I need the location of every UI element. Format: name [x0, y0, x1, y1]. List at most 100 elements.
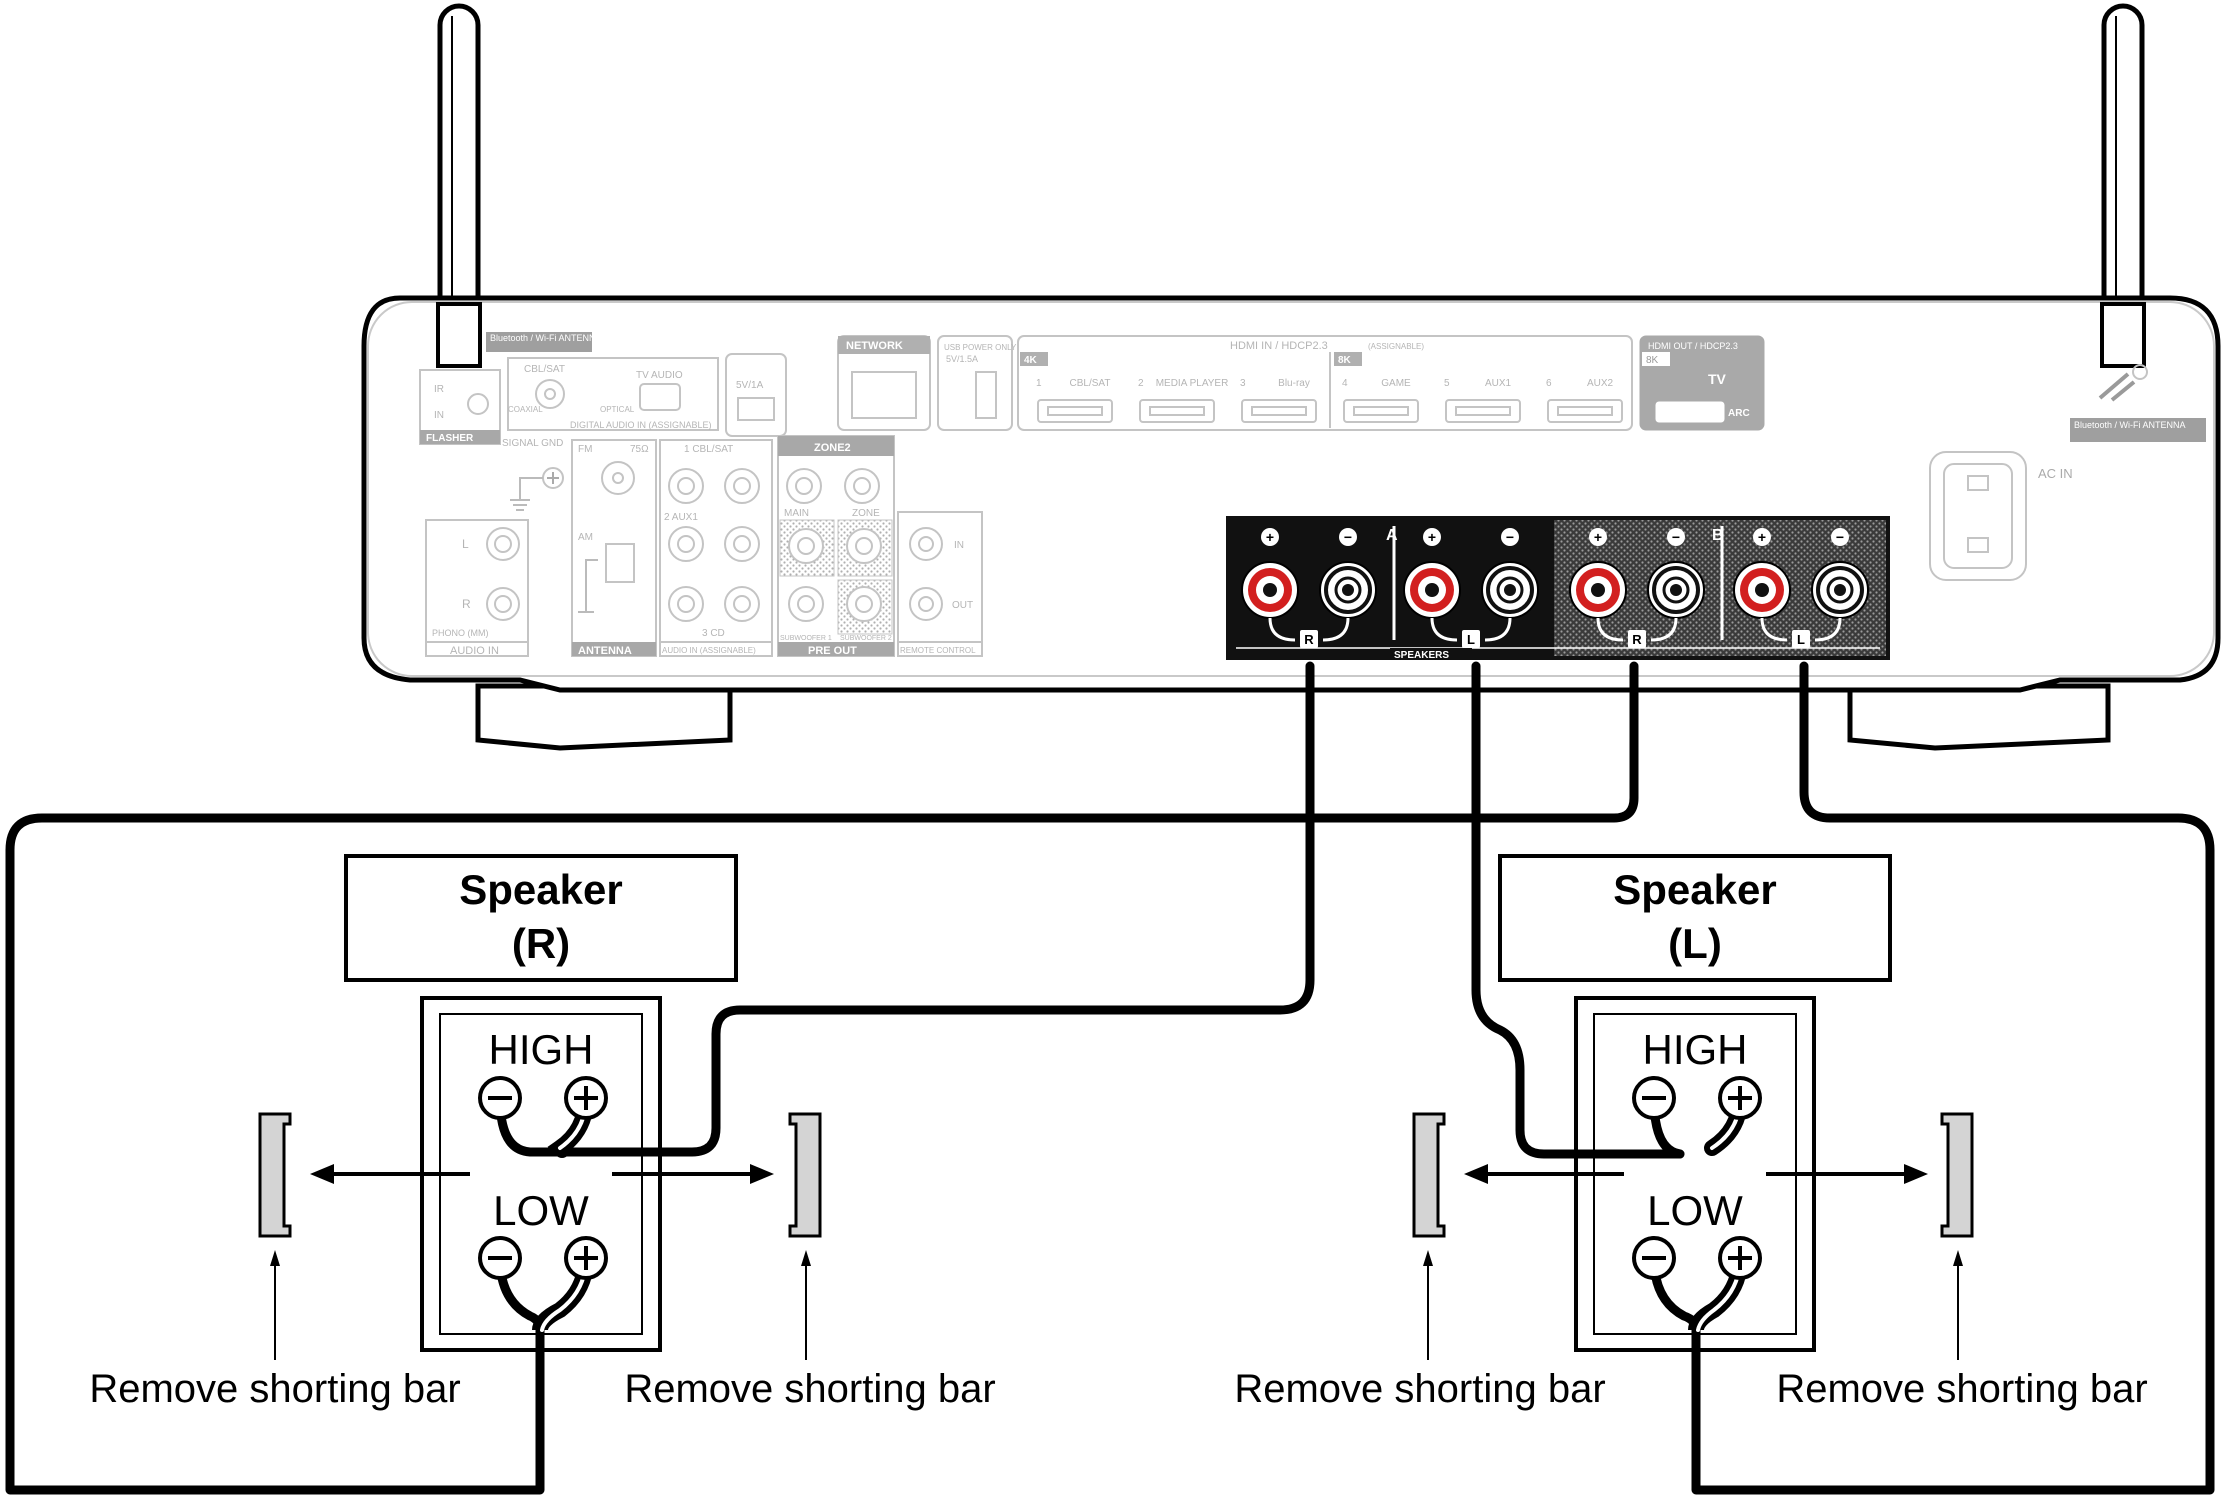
antenna-connector-icon: [2098, 364, 2148, 402]
hdmi-input-name: AUX2: [1587, 378, 1614, 389]
subwoofer-2-label: SUBWOOFER 2: [840, 635, 892, 642]
ac-inlet: [1929, 451, 2027, 581]
remote-in-label: IN: [954, 540, 964, 551]
speaker-l-remove-bar-left-label: Remove shorting bar: [1234, 1367, 1605, 1411]
rca-jack: [788, 586, 824, 622]
speaker-right: Speaker (R) HIGH LOW: [5, 661, 1639, 1495]
antenna-label: ANTENNA: [578, 645, 632, 657]
hdmi-input-number: 4: [1342, 378, 1348, 389]
phono-l-jack: [486, 527, 520, 561]
speaker-l-high-label: HIGH: [1643, 1026, 1748, 1073]
hdmi-input-number: 6: [1546, 378, 1552, 389]
plus-sign: +: [1428, 529, 1436, 545]
hdmi-out-arc-label: ARC: [1728, 408, 1750, 419]
flasher-jack: [467, 393, 489, 415]
hdmi-input-name: AUX1: [1485, 378, 1512, 389]
minus-sign: −: [1344, 529, 1352, 545]
hdmi-input-port: [1139, 399, 1215, 423]
speaker-l-shorting-bar-right: [1766, 1112, 1974, 1360]
speaker-l-low-label: LOW: [1647, 1187, 1743, 1234]
rca-jack: [668, 586, 704, 622]
hdmi-in-label: HDMI IN / HDCP2.3: [1230, 340, 1328, 352]
hdmi-input-port: [1445, 399, 1521, 423]
main-label: MAIN: [784, 508, 809, 519]
speaker-r-low-label: LOW: [493, 1187, 589, 1234]
am-antenna-terminal: [605, 543, 635, 583]
usb-power-only-label: USB POWER ONLY: [944, 343, 1017, 352]
flasher-ir-label: IR: [434, 384, 444, 395]
plus-sign: +: [1594, 529, 1602, 545]
rca-jack: [844, 468, 880, 504]
channel-label: L: [1797, 632, 1805, 647]
audio-in-assignable-label: AUDIO IN (ASSIGNABLE): [662, 646, 756, 655]
pre-out-label: PRE OUT: [808, 645, 857, 657]
hdmi-input-name: GAME: [1381, 378, 1411, 389]
remote-out-label: OUT: [952, 600, 973, 611]
rca-jack: [668, 468, 704, 504]
speaker-r-remove-bar-left-label: Remove shorting bar: [89, 1367, 460, 1411]
audio-in-1-label: 1 CBL/SAT: [684, 444, 733, 455]
channel-label: R: [1304, 632, 1314, 647]
channel-badge: [1792, 630, 1810, 648]
hdmi-out-label: HDMI OUT / HDCP2.3: [1648, 341, 1738, 351]
channel-label: R: [1632, 632, 1642, 647]
remote-control-label: REMOTE CONTROL: [900, 646, 976, 655]
antenna-ohm-label: 75Ω: [630, 444, 649, 455]
usb-rating-label: 5V/1A: [736, 380, 764, 391]
hdmi-input-port: [1547, 399, 1623, 423]
digital-optical-label: OPTICAL: [600, 405, 635, 414]
speaker-l-remove-bar-right-label: Remove shorting bar: [1776, 1367, 2147, 1411]
rca-jack: [668, 526, 704, 562]
rca-jack: [788, 528, 824, 564]
hdmi-4k-label: 4K: [1024, 355, 1038, 366]
channel-badge: [1300, 630, 1318, 648]
av-receiver: Bluetooth / Wi-Fi ANTENNA Bluetooth / Wi…: [361, 3, 2221, 751]
hdmi-input-name: MEDIA PLAYER: [1156, 378, 1229, 389]
channel-badge: [1628, 630, 1646, 648]
antenna-fm-label: FM: [578, 444, 592, 455]
hdmi-8k-label: 8K: [1338, 355, 1352, 366]
hdmi-input-number: 5: [1444, 378, 1450, 389]
audio-in-3-label: 3 CD: [702, 628, 725, 639]
speaker-a-label: A: [1386, 527, 1398, 544]
hdmi-ports: [1037, 399, 1623, 423]
speaker-l-title-box: [1498, 854, 1892, 982]
speaker-r-shorting-bar-left: [258, 1112, 470, 1360]
flasher-in-label: IN: [434, 410, 444, 421]
hdmi-input-number: 2: [1138, 378, 1144, 389]
left-antenna: [437, 3, 481, 369]
left-foot: [475, 683, 733, 751]
rca-jack: [724, 468, 760, 504]
zone-label: ZONE: [852, 508, 880, 519]
hdmi-out-8k-label: 8K: [1646, 355, 1659, 366]
speaker-terminal-panel: A B SPEAKERS +−R+−L+−R+−L: [1226, 516, 1890, 661]
bt-antenna-left-label: Bluetooth / Wi-Fi ANTENNA: [490, 333, 602, 343]
remote-in-jack: [909, 527, 943, 561]
subwoofer-1-label: SUBWOOFER 1: [780, 635, 832, 642]
audio-in-2-label: 2 AUX1: [664, 512, 698, 523]
hdmi-assignable-label: (ASSIGNABLE): [1368, 342, 1424, 351]
speaker-r-high-label: HIGH: [489, 1026, 594, 1073]
phono-l-label: L: [462, 537, 469, 551]
antenna-am-label: AM: [578, 532, 593, 543]
remote-out-jack: [909, 587, 943, 621]
hdmi-input-port: [1037, 399, 1113, 423]
plus-sign-icon: [1423, 528, 1441, 546]
digital-audio-in-label: DIGITAL AUDIO IN (ASSIGNABLE): [570, 420, 712, 430]
hdmi-out-port: [1655, 401, 1725, 423]
digital-coaxial-label: COAXIAL: [508, 405, 543, 414]
hdmi-input-number: 3: [1240, 378, 1246, 389]
audio-in-label: AUDIO IN: [450, 645, 499, 657]
rca-jack: [786, 468, 822, 504]
minus-sign-icon: [1501, 528, 1519, 546]
speaker-b-label: B: [1712, 527, 1724, 544]
channel-badge: [1462, 630, 1480, 648]
speaker-r-channel: (R): [512, 920, 570, 967]
rca-jack: [724, 526, 760, 562]
pre-out-jacks: [786, 468, 882, 622]
fm-antenna-jack: [601, 461, 635, 495]
speaker-terminals: +−R+−L+−R+−L: [1241, 528, 1869, 648]
rca-jack: [846, 528, 882, 564]
speaker-r-shorting-bar-right: [612, 1112, 822, 1360]
